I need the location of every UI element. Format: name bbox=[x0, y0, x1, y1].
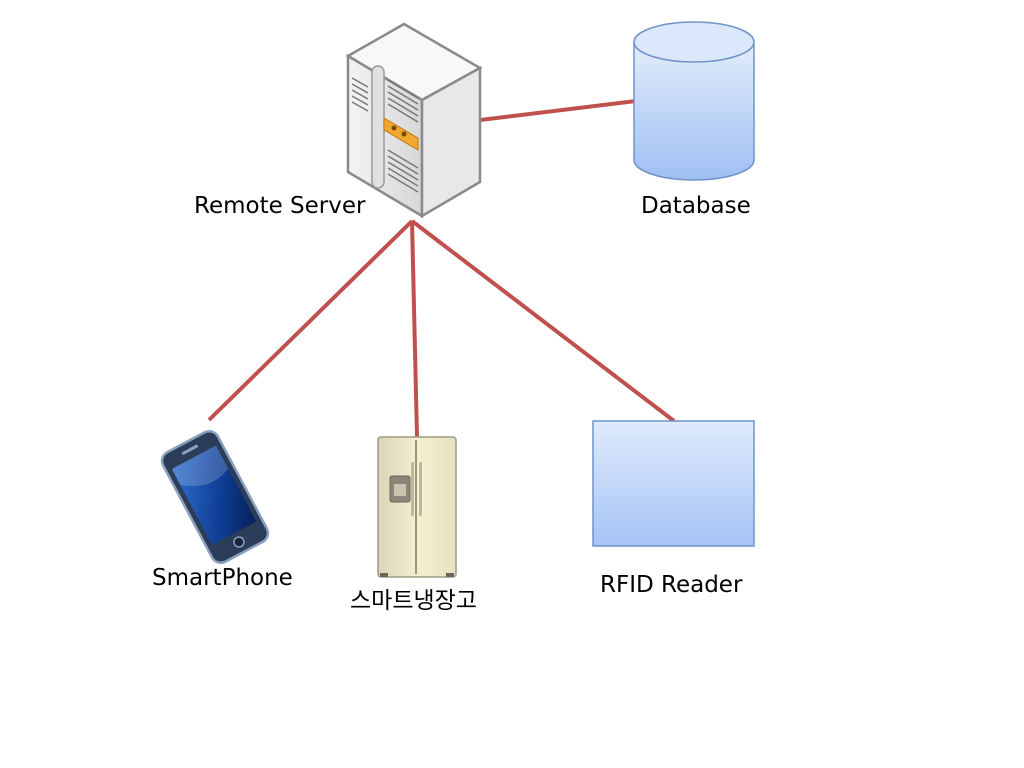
smartphone-label: SmartPhone bbox=[152, 565, 293, 591]
smartphone-icon bbox=[160, 429, 270, 565]
rfid-reader-box bbox=[592, 420, 755, 547]
rfid-reader-label: RFID Reader bbox=[600, 572, 743, 598]
link-server-rfid bbox=[410, 219, 676, 423]
refrigerator-icon bbox=[377, 436, 457, 578]
server-icon bbox=[345, 22, 483, 219]
database-label: Database bbox=[641, 193, 751, 219]
link-server-phone bbox=[207, 219, 414, 422]
database-icon bbox=[633, 21, 755, 181]
server-label: Remote Server bbox=[194, 193, 366, 219]
link-server-database bbox=[479, 99, 637, 122]
link-server-fridge bbox=[410, 220, 419, 438]
fridge-label: 스마트냉장고 bbox=[350, 588, 477, 614]
connections bbox=[207, 99, 676, 438]
